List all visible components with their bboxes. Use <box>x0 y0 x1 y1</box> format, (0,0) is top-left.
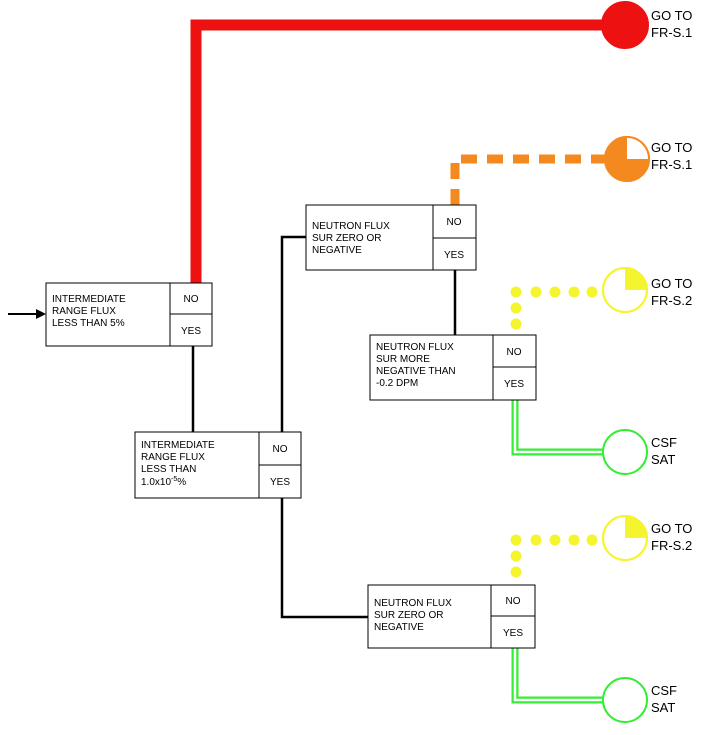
terminal-go-to-frs2-yellow-upper: GO TO FR-S.2 <box>602 267 692 313</box>
terminal3-line2: FR-S.2 <box>651 293 692 308</box>
box2-no-label: NO <box>273 444 288 455</box>
box5-line1: NEUTRON FLUX <box>374 598 452 609</box>
terminal4-line2: SAT <box>651 452 675 467</box>
terminal1-line1: GO TO <box>651 8 692 23</box>
box2-yes-label: YES <box>270 477 290 488</box>
box4-line2: SUR MORE <box>376 354 430 365</box>
orange-path <box>450 154 605 205</box>
box1-yes-label: YES <box>181 326 201 337</box>
box2-line1: INTERMEDIATE <box>141 440 215 451</box>
box5-yes-label: YES <box>503 628 523 639</box>
terminal1-line2: FR-S.1 <box>651 25 692 40</box>
box1-line1: INTERMEDIATE <box>52 294 126 305</box>
terminal-csf-sat-upper: CSF SAT <box>602 429 677 475</box>
connector-box2-yes-to-box5 <box>280 498 368 619</box>
connector-box2-no-to-box3 <box>280 235 306 432</box>
terminal5-line2: FR-S.2 <box>651 538 692 553</box>
terminal5-line1: GO TO <box>651 521 692 536</box>
box3-yes-label: YES <box>444 250 464 261</box>
box2-line2: RANGE FLUX <box>141 452 205 463</box>
terminal6-line2: SAT <box>651 700 675 715</box>
box4-line1: NEUTRON FLUX <box>376 342 454 353</box>
box5-line2: SUR ZERO OR <box>374 610 443 621</box>
terminal2-line1: GO TO <box>651 140 692 155</box>
decision-box-intermediate-range-5pct: INTERMEDIATE RANGE FLUX LESS THAN 5% NO … <box>45 282 213 347</box>
terminal-go-to-frs1-red: GO TO FR-S.1 <box>601 1 692 49</box>
decision-box-neutron-flux-sur-negative: NEUTRON FLUX SUR MORE NEGATIVE THAN -0.2… <box>369 334 537 401</box>
yellow-dots-upper <box>510 286 598 330</box>
box1-no-label: NO <box>184 294 199 305</box>
black-connectors <box>191 235 457 619</box>
terminal-csf-sat-lower: CSF SAT <box>602 677 677 723</box>
terminal2-line2: FR-S.1 <box>651 157 692 172</box>
box4-no-label: NO <box>507 347 522 358</box>
terminal4-line1: CSF <box>651 435 677 450</box>
box5-line3: NEGATIVE <box>374 622 424 633</box>
box4-line3: NEGATIVE THAN <box>376 366 456 377</box>
box1-line2: RANGE FLUX <box>52 306 116 317</box>
box3-line1: NEUTRON FLUX <box>312 221 390 232</box>
terminal-go-to-frs2-yellow-lower: GO TO FR-S.2 <box>602 515 692 561</box>
box5-no-label: NO <box>506 596 521 607</box>
box1-line3: LESS THAN 5% <box>52 318 125 329</box>
terminal3-line1: GO TO <box>651 276 692 291</box>
box2-line3: LESS THAN <box>141 464 196 475</box>
box3-no-label: NO <box>447 217 462 228</box>
terminal-go-to-frs1-orange: GO TO FR-S.1 <box>604 136 692 182</box>
decision-box-neutron-flux-sur-zero-lower: NEUTRON FLUX SUR ZERO OR NEGATIVE NO YES <box>367 584 536 649</box>
green-path-lower <box>511 647 603 704</box>
box4-yes-label: YES <box>504 379 524 390</box>
terminal6-line1: CSF <box>651 683 677 698</box>
box3-line2: SUR ZERO OR <box>312 233 381 244</box>
yellow-dots-lower <box>510 534 598 578</box>
decision-box-neutron-flux-sur-zero-upper: NEUTRON FLUX SUR ZERO OR NEGATIVE NO YES <box>305 204 477 271</box>
box4-line4: -0.2 DPM <box>376 378 418 389</box>
red-path <box>190 19 610 283</box>
decision-box-intermediate-range-1e-5: INTERMEDIATE RANGE FLUX LESS THAN 1.0x10… <box>134 431 302 499</box>
green-path-upper <box>511 399 603 456</box>
entry-arrow <box>8 309 46 319</box>
box2-line4: 1.0x10-5% <box>141 476 186 488</box>
box3-line3: NEGATIVE <box>312 245 362 256</box>
